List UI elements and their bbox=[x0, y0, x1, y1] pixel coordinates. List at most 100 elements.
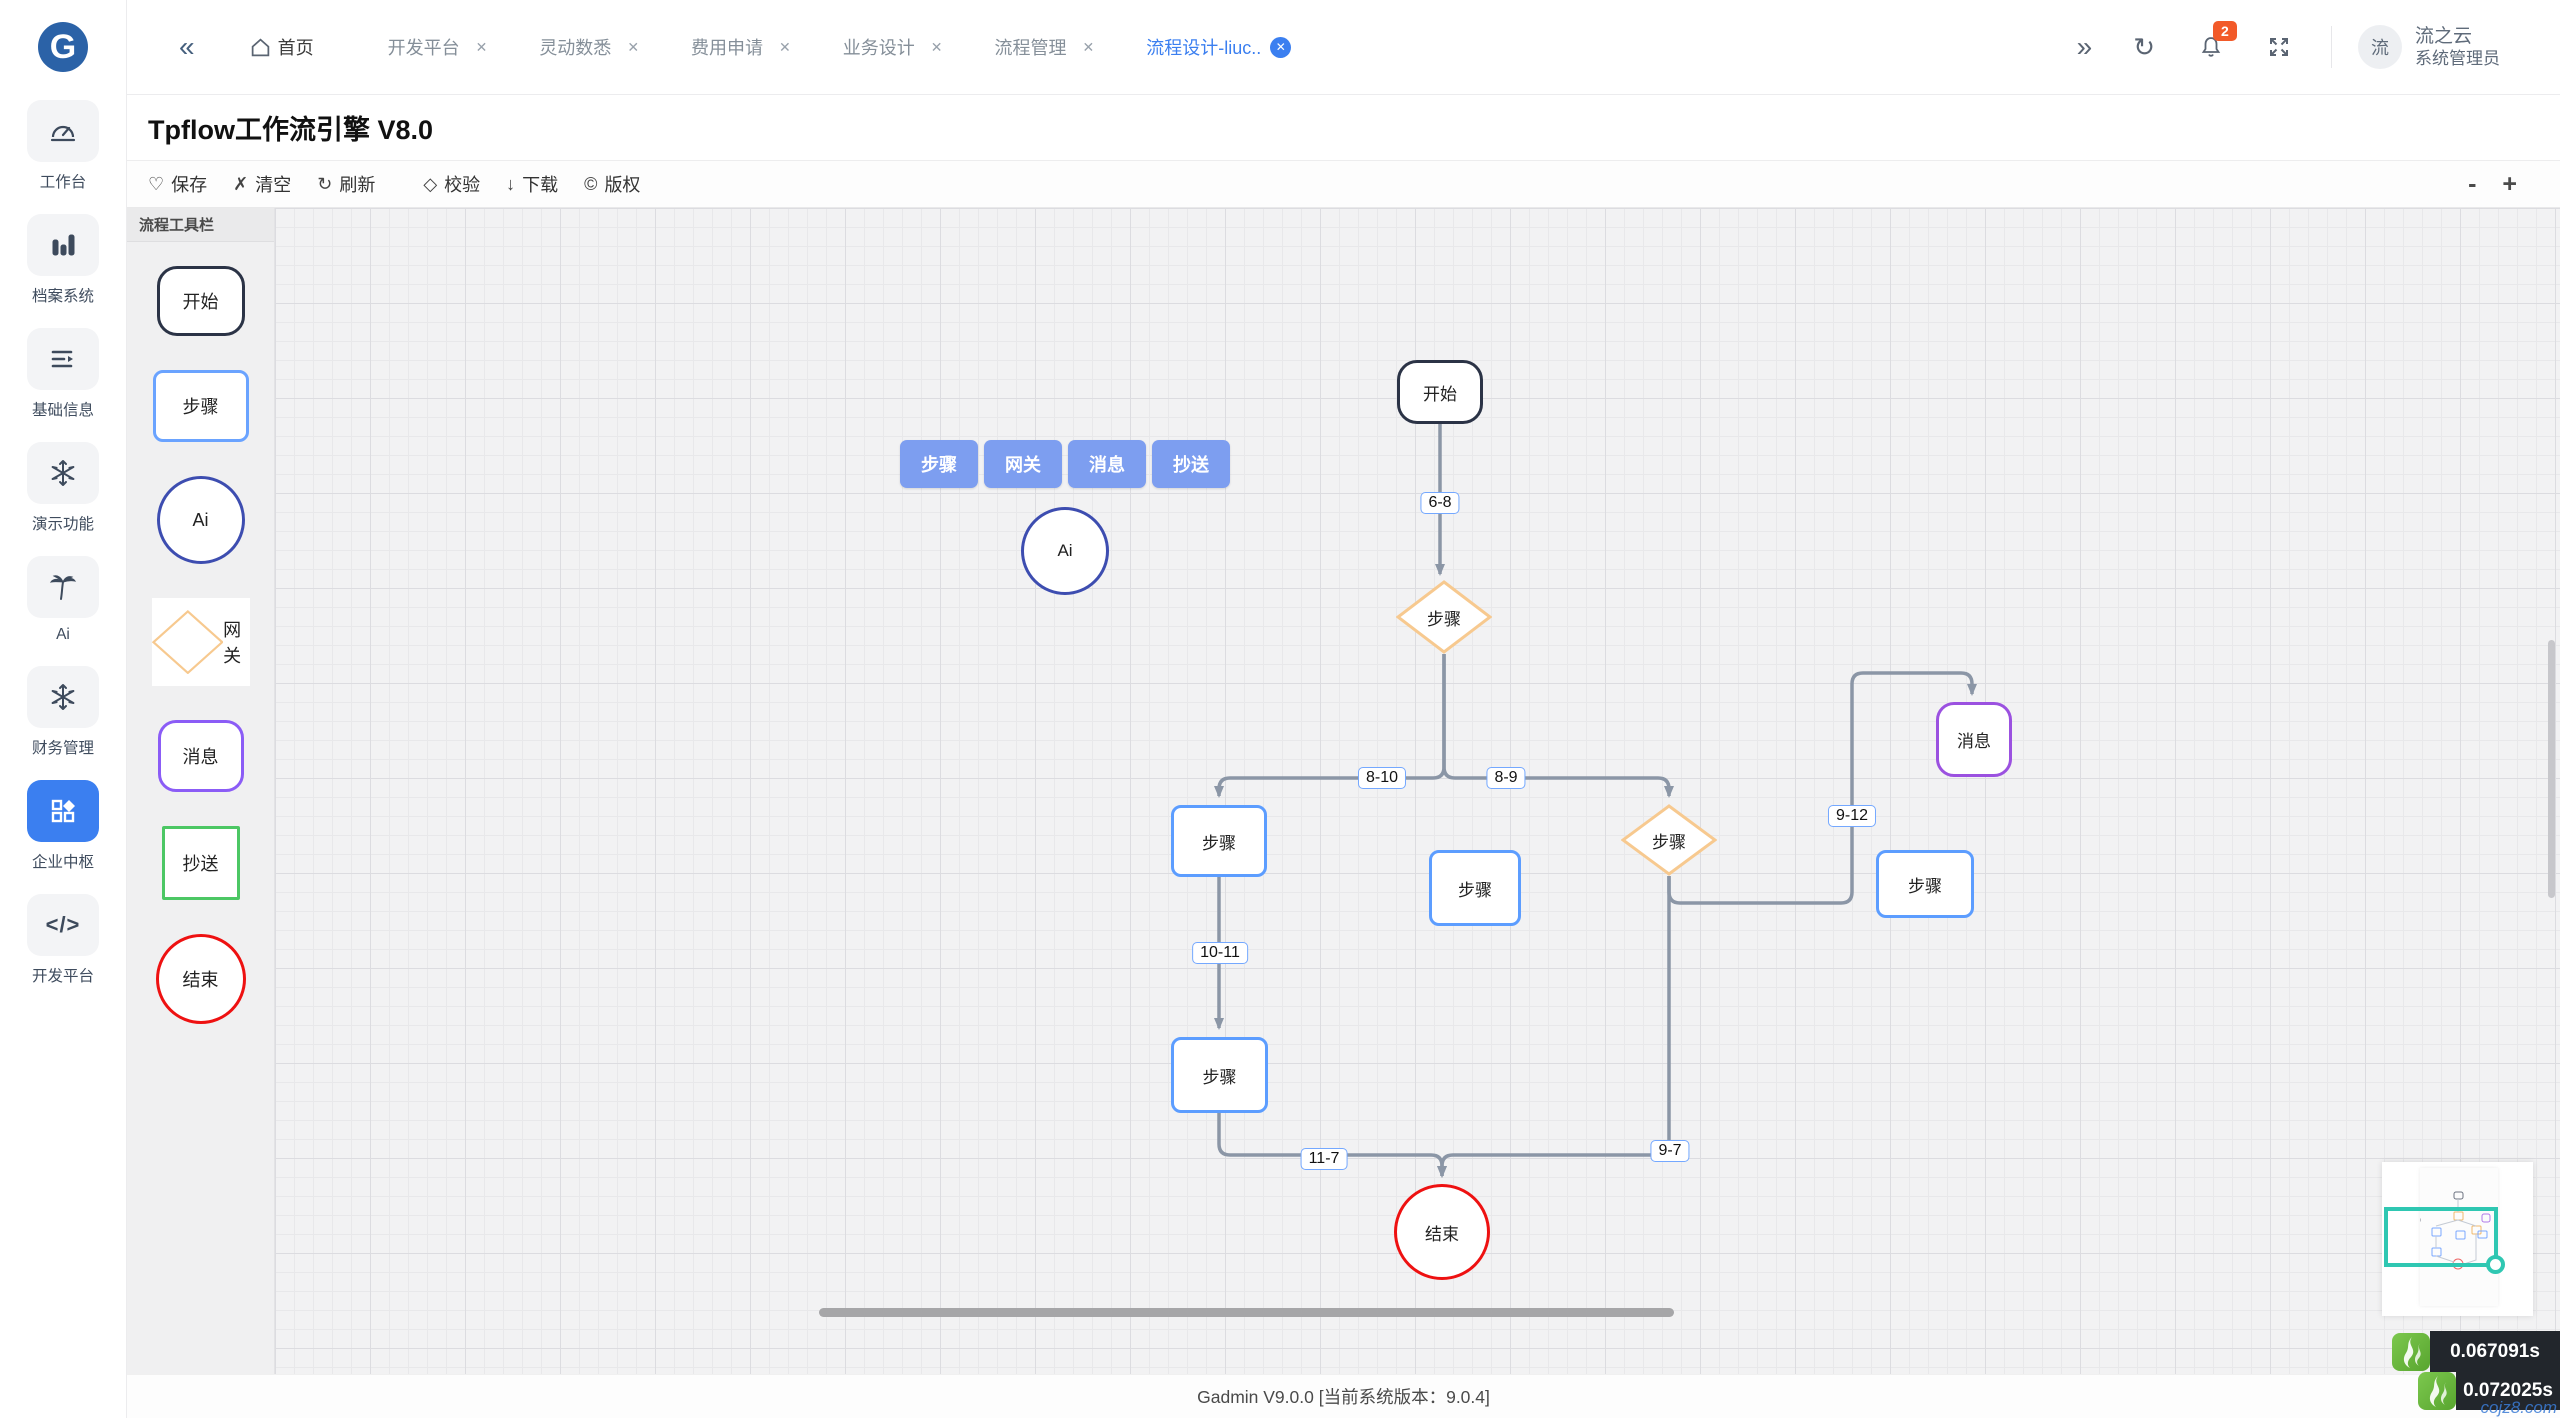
flow-edge-9-12[interactable] bbox=[1667, 671, 1977, 905]
flow-node-msg12[interactable]: 消息 bbox=[1936, 702, 2012, 777]
flow-node-ai-free[interactable]: Ai bbox=[1021, 507, 1109, 595]
action-label: 校验 bbox=[444, 175, 481, 195]
minimap[interactable] bbox=[2382, 1162, 2533, 1316]
action-icon: ◇ bbox=[423, 173, 438, 194]
quick-add-消息-button[interactable]: 消息 bbox=[1068, 440, 1146, 488]
action-label: 清空 bbox=[255, 175, 292, 195]
sidebar-item-财务管理[interactable]: 财务管理 bbox=[27, 666, 99, 758]
user-info[interactable]: 流之云 系统管理员 bbox=[2415, 25, 2500, 70]
collapse-tabs-icon[interactable]: « bbox=[179, 31, 194, 62]
edge-label-11-7[interactable]: 11-7 bbox=[1300, 1148, 1348, 1170]
minimap-viewport[interactable] bbox=[2384, 1207, 2498, 1267]
tab-灵动数悉[interactable]: 灵动数悉 ✕ bbox=[539, 34, 639, 60]
palette-shapes: 开始步骤 Ai 网关消息抄送结束 bbox=[127, 242, 274, 1374]
tab-开发平台[interactable]: 开发平台✕ bbox=[388, 34, 488, 60]
palette-shape-ai[interactable]: Ai bbox=[156, 476, 245, 564]
palette-shape-end[interactable]: 结束 bbox=[155, 934, 246, 1024]
tab-label: 灵动数悉 bbox=[539, 38, 612, 58]
perf-leaf-icon bbox=[2418, 1372, 2456, 1410]
palette-shape-step[interactable]: 步骤 bbox=[152, 370, 249, 442]
refresh-icon[interactable]: ↻ bbox=[2133, 31, 2155, 62]
zoom-in-button[interactable]: + bbox=[2502, 169, 2517, 198]
palette-shape-label: 网关 bbox=[223, 620, 242, 666]
tab-close-icon[interactable]: ✕ bbox=[1270, 36, 1292, 58]
palette-shape-gateway[interactable]: 网关 bbox=[151, 598, 250, 686]
flow-node-step11[interactable]: 步骤 bbox=[1171, 1037, 1268, 1113]
perf-leaf-icon bbox=[2392, 1332, 2430, 1371]
校验-button[interactable]: ◇ 校验 bbox=[423, 171, 480, 197]
flow-node-gw9[interactable]: 步骤 bbox=[1621, 804, 1717, 876]
sidebar-item-label: 开发平台 bbox=[31, 968, 94, 985]
notification-bell-icon[interactable]: 2 bbox=[2199, 21, 2237, 59]
avatar[interactable]: 流 bbox=[2358, 25, 2402, 69]
flow-node-gw8[interactable]: 步骤 bbox=[1396, 580, 1492, 654]
perf-time-2: 0.072025s bbox=[2456, 1372, 2560, 1410]
tab-流程管理[interactable]: 流程管理✕ bbox=[995, 34, 1095, 60]
tab-业务设计[interactable]: 业务设计✕ bbox=[843, 34, 943, 60]
sidebar-item-演示功能[interactable]: 演示功能 bbox=[27, 442, 99, 534]
quick-add-抄送-button[interactable]: 抄送 bbox=[1152, 440, 1230, 488]
清空-button[interactable]: ✗清空 bbox=[233, 171, 291, 197]
tab-home[interactable]: 首页 bbox=[250, 34, 314, 60]
nav-rail: G 工作台档案系统基础信息演示功能 Ai 财务管理企业中枢 </>开发平台 bbox=[0, 0, 127, 1418]
node-label: 步骤 bbox=[1202, 833, 1236, 853]
edge-label-9-12[interactable]: 9-12 bbox=[1827, 805, 1877, 827]
palette-shape-label: Ai bbox=[192, 509, 209, 530]
palette-shape-start[interactable]: 开始 bbox=[156, 266, 245, 336]
action-label: 保存 bbox=[171, 175, 208, 195]
node-label: 开始 bbox=[1423, 384, 1457, 404]
tab-close-icon[interactable]: ✕ bbox=[779, 38, 791, 55]
flow-edge-8-9[interactable] bbox=[1442, 654, 1674, 798]
zoom-out-button[interactable]: - bbox=[2468, 169, 2477, 198]
palette-shape-copy[interactable]: 抄送 bbox=[161, 826, 240, 900]
tab-流程设计-liuc..[interactable]: 流程设计-liuc..✕ bbox=[1146, 34, 1292, 60]
zoom-controls: - + bbox=[2455, 170, 2530, 199]
minimap-page bbox=[2411, 1168, 2498, 1306]
quick-add-步骤-button[interactable]: 步骤 bbox=[900, 440, 978, 488]
brand-logo-icon: G bbox=[38, 22, 88, 72]
flow-edge-8-10[interactable] bbox=[1214, 654, 1446, 798]
tab-close-icon[interactable]: ✕ bbox=[627, 38, 640, 55]
palette-shape-message[interactable]: 消息 bbox=[157, 720, 244, 792]
expand-tabs-icon[interactable]: » bbox=[2076, 31, 2092, 62]
sidebar-item-档案系统[interactable]: 档案系统 bbox=[27, 214, 99, 306]
flow-node-start[interactable]: 开始 bbox=[1397, 360, 1483, 424]
tab-close-icon[interactable]: ✕ bbox=[930, 38, 943, 55]
vertical-scrollbar[interactable] bbox=[2548, 640, 2555, 898]
sidebar-item-工作台[interactable]: 工作台 bbox=[27, 100, 99, 192]
tab-费用申请[interactable]: 费用申请✕ bbox=[691, 34, 791, 60]
edge-label-10-11[interactable]: 10-11 bbox=[1192, 942, 1248, 964]
edge-label-8-9[interactable]: 8-9 bbox=[1486, 767, 1526, 789]
node-label: 步骤 bbox=[1652, 832, 1686, 852]
edge-label-9-7[interactable]: 9-7 bbox=[1650, 1140, 1690, 1162]
flow-node-step10[interactable]: 步骤 bbox=[1171, 805, 1267, 877]
page-title-row: Tpflow工作流引擎 V8.0 bbox=[127, 95, 2560, 161]
edge-label-6-8[interactable]: 6-8 bbox=[1420, 492, 1460, 514]
sidebar-item-企业中枢[interactable]: 企业中枢 bbox=[27, 780, 99, 872]
designer-actions: ♡保存 ✗清空 ↻刷新 ◇ 校验 ↓下载 ©版权 bbox=[148, 171, 666, 197]
edge-label-8-10[interactable]: 8-10 bbox=[1357, 767, 1407, 789]
horizontal-scrollbar[interactable] bbox=[819, 1308, 1674, 1317]
刷新-button[interactable]: ↻刷新 bbox=[317, 171, 375, 197]
minimap-resize-handle[interactable] bbox=[2486, 1255, 2505, 1274]
版权-button[interactable]: ©版权 bbox=[584, 171, 640, 197]
flow-node-step-right[interactable]: 步骤 bbox=[1876, 850, 1974, 918]
palette-shape-label: 消息 bbox=[182, 747, 219, 767]
quick-add-网关-button[interactable]: 网关 bbox=[984, 440, 1062, 488]
sidebar-item-开发平台[interactable]: </>开发平台 bbox=[27, 894, 99, 986]
flow-node-step-mid[interactable]: 步骤 bbox=[1429, 850, 1521, 926]
sidebar-item-label: 演示功能 bbox=[31, 516, 94, 533]
sidebar-item-基础信息[interactable]: 基础信息 bbox=[27, 328, 99, 420]
watermark-text: cojz8.com bbox=[2480, 1398, 2557, 1417]
下载-button[interactable]: ↓下载 bbox=[506, 171, 558, 197]
main-column: « 首页 开发平台✕灵动数悉✕费用申请✕业务设计✕流程管理✕流程设计-liuc.… bbox=[127, 0, 2560, 1418]
sidebar-item-Ai[interactable]: Ai bbox=[27, 556, 99, 644]
flow-node-end[interactable]: 结束 bbox=[1394, 1184, 1490, 1280]
palette-shape-label: 结束 bbox=[182, 970, 219, 990]
保存-button[interactable]: ♡保存 bbox=[148, 171, 207, 197]
fullscreen-icon[interactable] bbox=[2267, 35, 2291, 59]
tab-close-icon[interactable]: ✕ bbox=[1082, 38, 1095, 55]
tab-close-icon[interactable]: ✕ bbox=[475, 38, 488, 55]
